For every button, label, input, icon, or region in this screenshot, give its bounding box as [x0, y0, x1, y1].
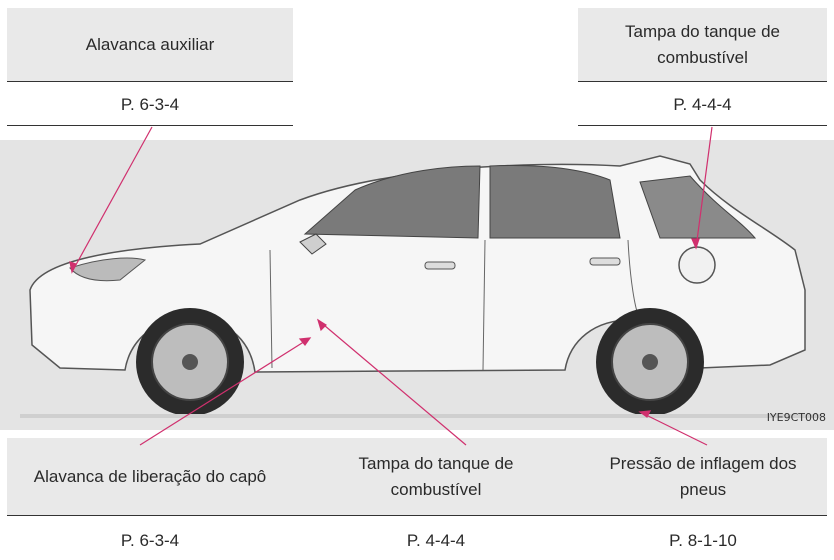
leader-line-fuel-cap-bottom	[317, 319, 467, 446]
page-ref-fuel-cap-bottom[interactable]: P. 4-4-4	[406, 531, 466, 550]
leader-line-auxiliary-lever	[71, 126, 153, 273]
leader-line-hood-release	[139, 337, 311, 446]
arrow-head-auxiliary-lever	[69, 261, 77, 274]
arrow-head-fuel-cap-bottom	[316, 318, 327, 332]
car-illustration: IYE9CT008	[0, 140, 834, 430]
page-ref-hood-release[interactable]: P. 6-3-4	[120, 531, 180, 550]
callout-label-auxiliary-lever: Alavanca auxiliar	[7, 8, 293, 82]
page-ref-fuel-cap-top[interactable]: P. 4-4-4	[578, 94, 827, 126]
car-side-view	[20, 155, 820, 418]
arrow-head-hood-release	[298, 337, 312, 346]
leader-line-tire-pressure	[639, 411, 708, 446]
page-ref-auxiliary-lever[interactable]: P. 6-3-4	[7, 94, 293, 126]
leader-line-fuel-cap-top	[695, 126, 713, 249]
arrow-head-tire-pressure	[638, 410, 652, 418]
callout-label-fuel-cap-top: Tampa do tanque de combustível	[578, 8, 827, 82]
callout-label-hood-release: Alavanca de liberação do capô	[7, 438, 293, 516]
callout-label-fuel-cap-bottom: Tampa do tanque de combustível	[293, 438, 579, 516]
callout-label-tire-pressure: Pressão de inflagem dos pneus	[579, 438, 827, 516]
image-code: IYE9CT008	[766, 411, 826, 424]
page-ref-tire-pressure[interactable]: P. 8-1-10	[669, 531, 737, 550]
arrow-head-fuel-cap-top	[691, 238, 700, 250]
